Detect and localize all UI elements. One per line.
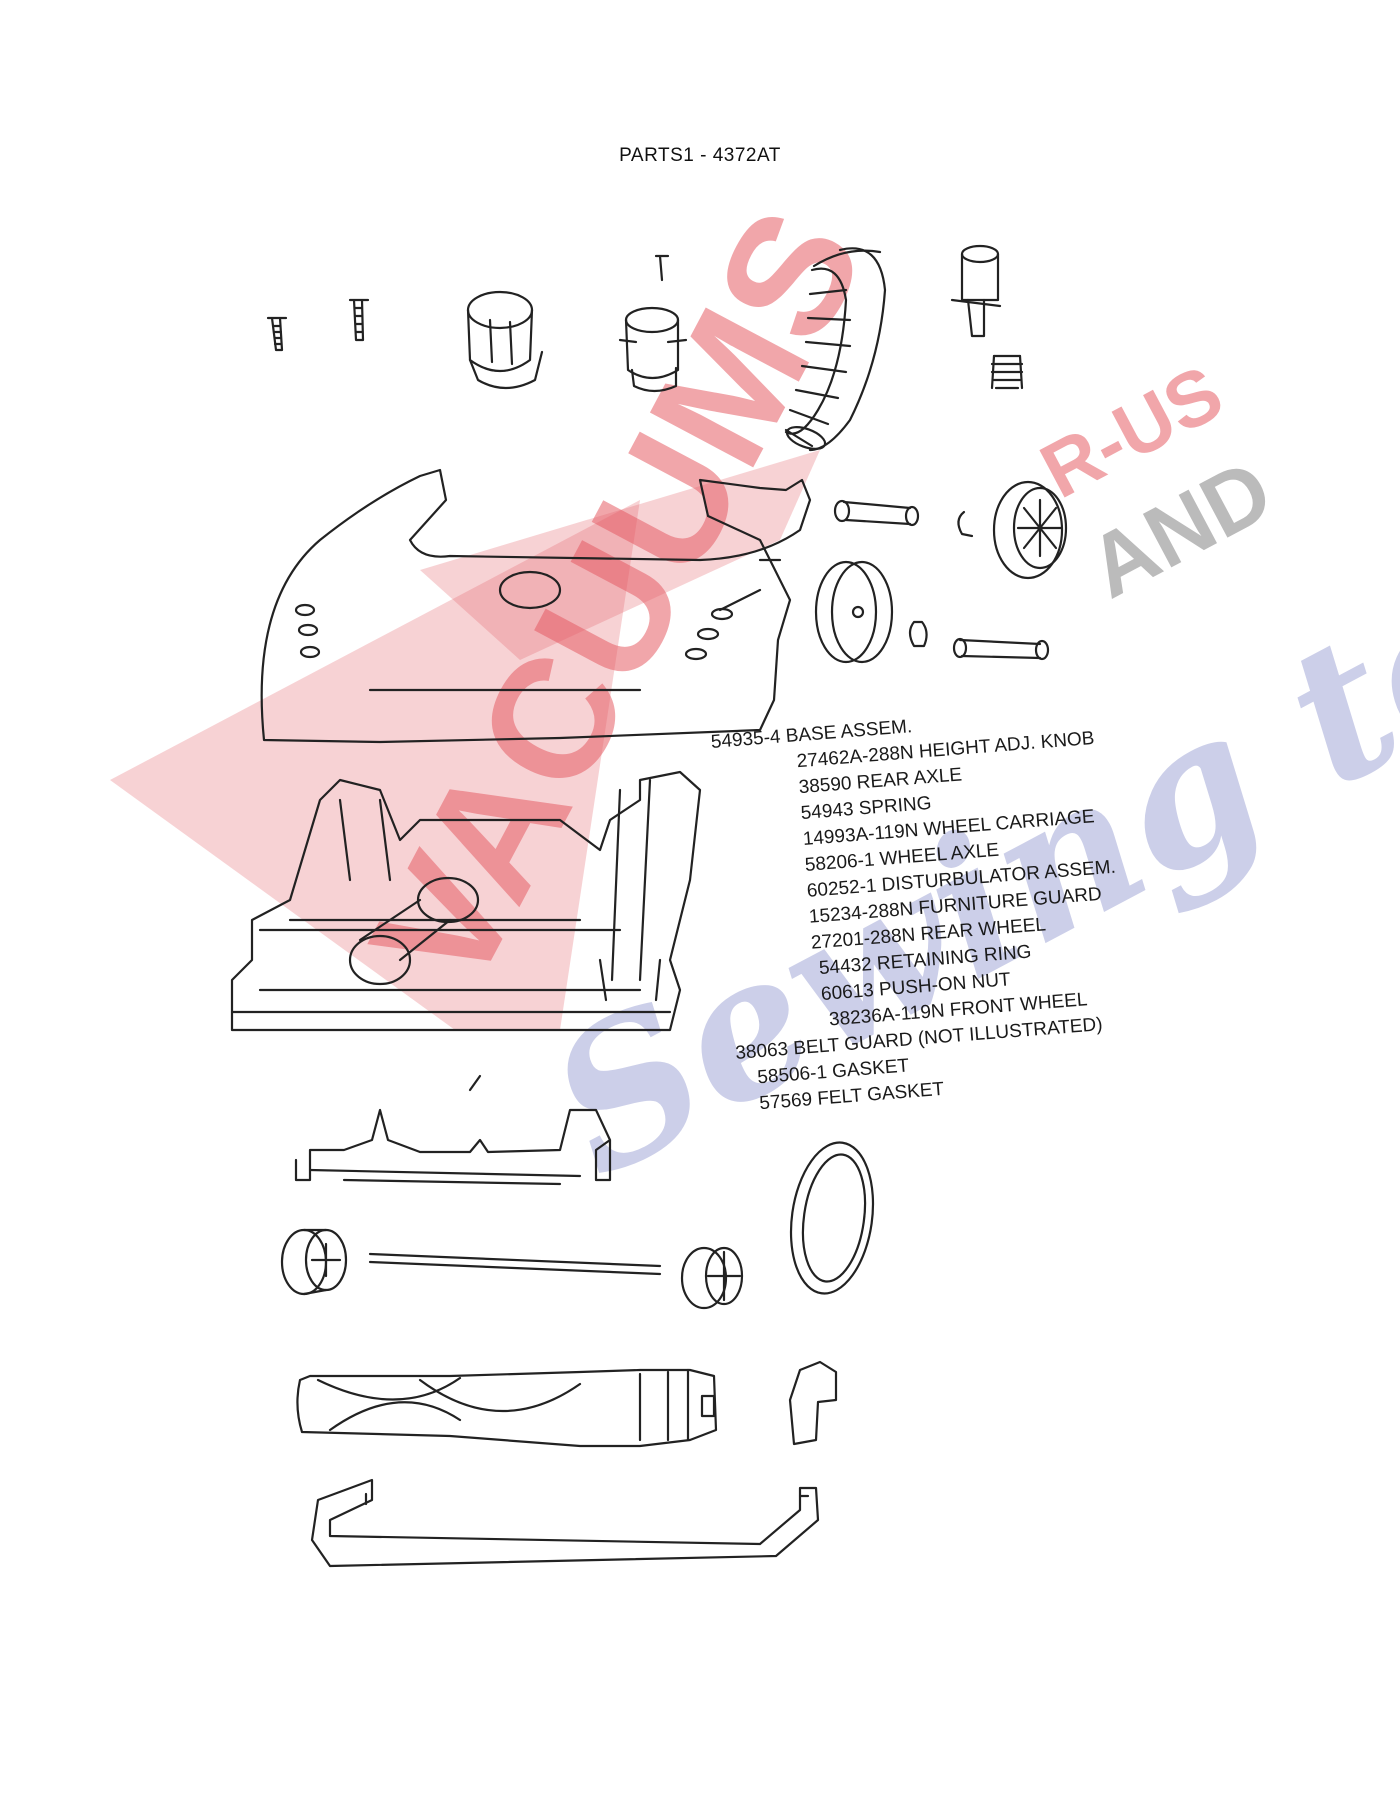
parts-list: 54935-4 BASE ASSEM. 27462A-288N HEIGHT A… (710, 689, 1259, 1119)
page-title: PARTS1 - 4372AT (619, 145, 781, 166)
screw-1 (266, 316, 288, 352)
wheel-carriage-disc (814, 560, 894, 664)
rear-wheel-top (992, 480, 1068, 580)
watermark-red-v (110, 500, 640, 1030)
rear-axle-lower (952, 637, 1050, 661)
pivot-fitting (618, 254, 688, 393)
drive-belt (789, 1141, 875, 1295)
wheel-axle-assembly (280, 1228, 744, 1310)
furniture-guard-bracket (294, 1074, 612, 1186)
chassis-assembly (230, 770, 702, 1032)
furniture-guard (310, 1478, 820, 1568)
retaining-ring-top (957, 510, 974, 538)
push-on-nut (908, 620, 928, 648)
hose-connector (466, 290, 544, 390)
screw-2 (348, 298, 370, 342)
height-adj-knob (950, 244, 1002, 338)
base-housing (260, 468, 812, 744)
disturbulator-assembly (296, 1368, 718, 1448)
flexible-hose (784, 247, 887, 452)
rear-axle-top (833, 499, 920, 527)
spring (990, 354, 1024, 390)
belt-guard-piece (788, 1360, 838, 1446)
